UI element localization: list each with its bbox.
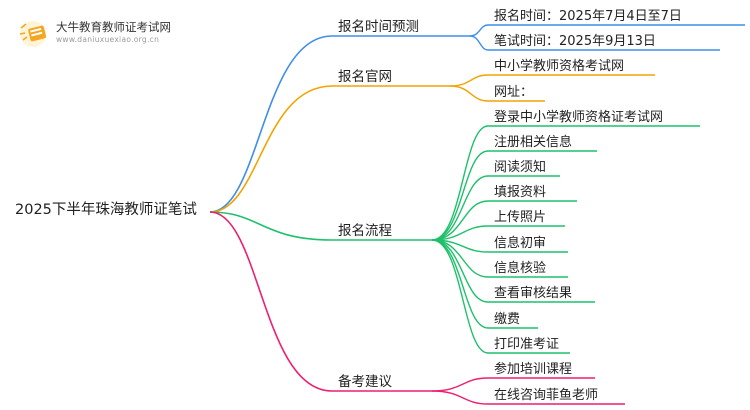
logo-title: 大牛教育教师证考试网: [56, 20, 171, 34]
branch-process: 报名流程 登录中小学教师资格证考试网注册相关信息阅读须知填报资料上传照片信息初审信…: [209, 109, 700, 354]
branch-official-site-child-label: 中小学教师资格考试网: [494, 58, 624, 74]
branch-suggestions-child-label: 在线咨询菲鱼老师: [494, 387, 598, 403]
branch-official-site-connector: [209, 85, 333, 213]
branch-official-site-child-connector: [449, 85, 489, 102]
branch-process-child-label: 信息核验: [494, 260, 546, 276]
branch-process-child-connector: [431, 125, 489, 241]
branch-process-child-label: 缴费: [494, 312, 520, 327]
branch-registration-time-child-connector: [469, 24, 489, 37]
branch-process-child-connector: [431, 239, 489, 303]
branch-suggestions-child-connector: [431, 390, 489, 405]
branch-suggestions-connector: [209, 211, 333, 392]
branch-process-connector: [209, 211, 333, 241]
branch-official-site-child-label: 网址：: [494, 85, 533, 100]
site-logo: 大牛教育教师证考试网 www.daniuxuexiao.org.cn: [18, 18, 188, 47]
branch-process-label: 报名流程: [338, 223, 392, 239]
branch-suggestions-label: 备考建议: [338, 373, 392, 390]
branch-process-child-label: 注册相关信息: [494, 134, 572, 150]
branch-official-site-label: 报名官网: [338, 69, 392, 85]
branch-process-child-label: 填报资料: [494, 185, 546, 200]
branch-official-site-child-connector: [449, 74, 489, 87]
branch-process-child-connector: [431, 175, 489, 241]
branch-process-child-connector: [431, 150, 489, 241]
branch-process-child-label: 阅读须知: [494, 159, 546, 175]
branch-process-child-label: 查看审核结果: [494, 285, 572, 301]
branch-registration-time-child-label: 报名时间：2025年7月4日至7日: [494, 8, 682, 24]
branch-suggestions-child-label: 参加培训课程: [494, 361, 572, 377]
branch-process-child-connector: [431, 239, 489, 329]
branch-registration-time-child-connector: [469, 35, 489, 51]
branch-process-child-connector: [431, 239, 489, 354]
root-topic: 2025下半年珠海教师证笔试: [15, 201, 197, 218]
branch-registration-time-connector: [209, 35, 333, 213]
book-icon: [19, 21, 47, 47]
logo-url: www.daniuxuexiao.org.cn: [56, 35, 160, 44]
branch-registration-time-label: 报名时间预测: [338, 19, 419, 35]
branch-process-child-label: 打印准考证: [494, 337, 559, 352]
branch-process-child-label: 信息初审: [494, 235, 546, 251]
branch-registration-time-child-label: 笔试时间：2025年9月13日: [494, 33, 656, 49]
branch-process-child-label: 登录中小学教师资格证考试网: [494, 109, 663, 125]
branch-suggestions-child-connector: [431, 377, 489, 392]
branch-process-child-label: 上传照片: [494, 210, 546, 225]
